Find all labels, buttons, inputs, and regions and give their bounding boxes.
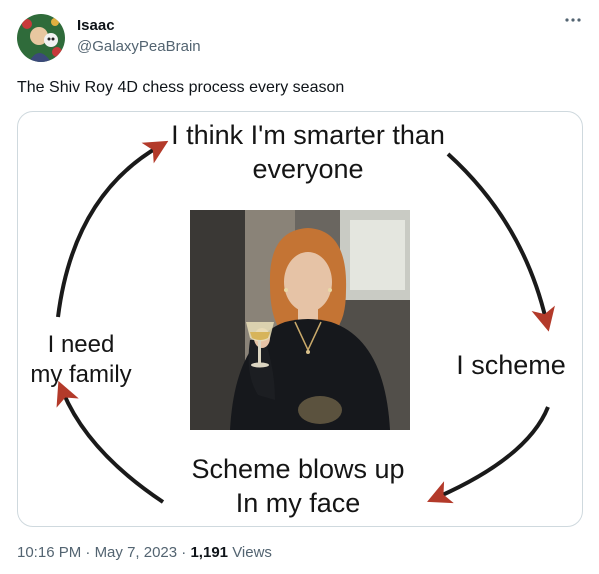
- meme-text-bottom-line1: Scheme blows up: [191, 454, 405, 484]
- meme-text-top: I think I'm smarter than everyone: [168, 118, 448, 186]
- meme-text-top-line2: everyone: [252, 154, 364, 184]
- display-name[interactable]: Isaac: [77, 17, 115, 34]
- tweet-date[interactable]: May 7, 2023: [94, 544, 178, 561]
- avatar-image: [17, 14, 65, 62]
- views-count[interactable]: 1,191: [190, 544, 229, 561]
- shiv-roy-photo-illustration: [190, 210, 410, 430]
- arrow-bottom-right: [427, 406, 550, 504]
- separator-dot: ·: [181, 544, 187, 561]
- meme-text-top-line1: I think I'm smarter than: [171, 120, 445, 150]
- tweet-text: The Shiv Roy 4D chess process every seas…: [17, 79, 345, 96]
- meme-text-bottom: Scheme blows up In my face: [158, 452, 438, 520]
- avatar[interactable]: [17, 14, 65, 62]
- user-handle[interactable]: @GalaxyPeaBrain: [77, 38, 201, 55]
- tweet-timestamp[interactable]: 10:16 PM · May 7, 2023 · 1,191 Views: [17, 544, 272, 561]
- arrow-top-left: [56, 140, 169, 318]
- arrow-top-right: [446, 152, 555, 332]
- meme-text-bottom-line2: In my face: [235, 488, 361, 518]
- more-dots-icon: [565, 18, 581, 22]
- tweet-time[interactable]: 10:16 PM: [17, 544, 82, 561]
- cycle-arrows: [56, 140, 555, 504]
- meme-text-right: I scheme: [456, 350, 566, 380]
- shiv-roy-photo: [190, 210, 410, 430]
- meme-text-left-line2: my family: [30, 361, 132, 388]
- tweet-media-image[interactable]: I think I'm smarter than everyone I sche…: [17, 111, 583, 527]
- more-options-button[interactable]: [560, 12, 586, 32]
- separator-dot: ·: [85, 544, 91, 561]
- meme-text-left: I need my family: [18, 330, 144, 390]
- arrow-bottom-left: [56, 380, 165, 504]
- views-label[interactable]: Views: [232, 544, 272, 561]
- meme-text-left-line1: I need: [47, 331, 115, 358]
